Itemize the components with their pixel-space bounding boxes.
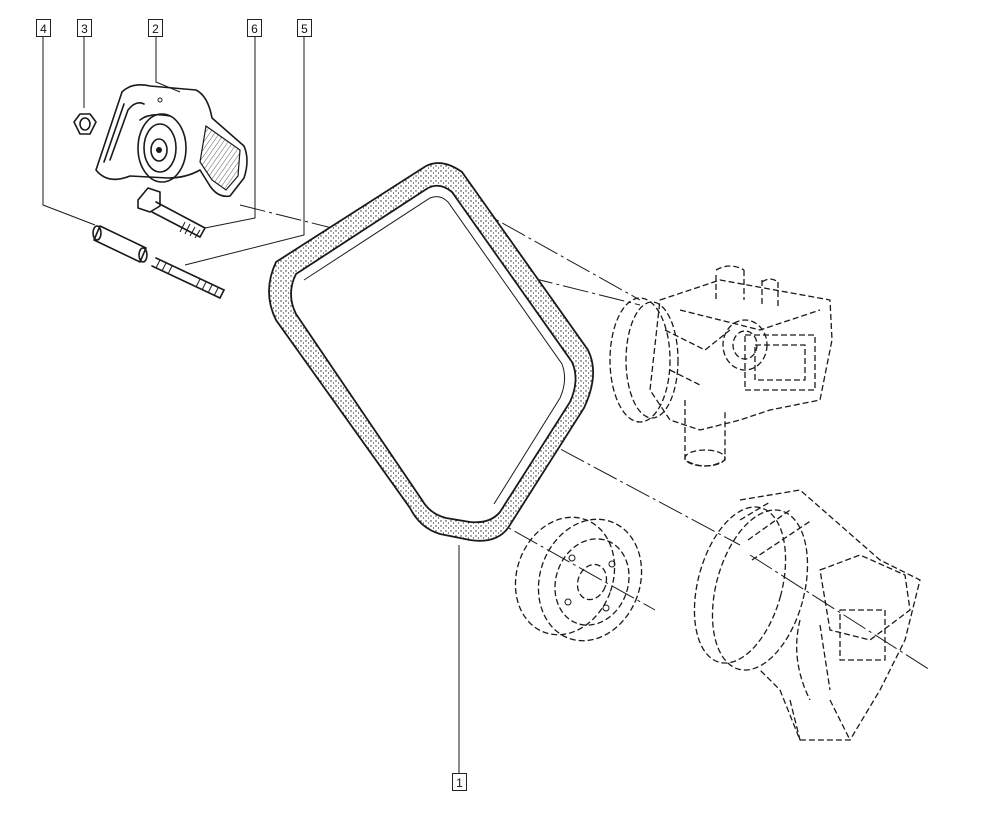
- nut: [73, 113, 97, 135]
- callout-6: 6: [247, 19, 262, 37]
- callout-3: 3: [77, 19, 92, 37]
- tensioner-pulley: [95, 84, 248, 198]
- drive-belt: [268, 162, 594, 542]
- leader-lines: [42, 36, 460, 773]
- crankshaft-pulley: [514, 516, 643, 642]
- callout-1: 1: [452, 773, 467, 791]
- callout-5: 5: [297, 19, 312, 37]
- alternator: [693, 489, 921, 741]
- callout-2: 2: [148, 19, 163, 37]
- callout-4: 4: [36, 19, 51, 37]
- bolt: [137, 187, 206, 239]
- stud: [151, 257, 225, 299]
- spacer-sleeve: [92, 225, 148, 263]
- water-pump: [609, 265, 833, 467]
